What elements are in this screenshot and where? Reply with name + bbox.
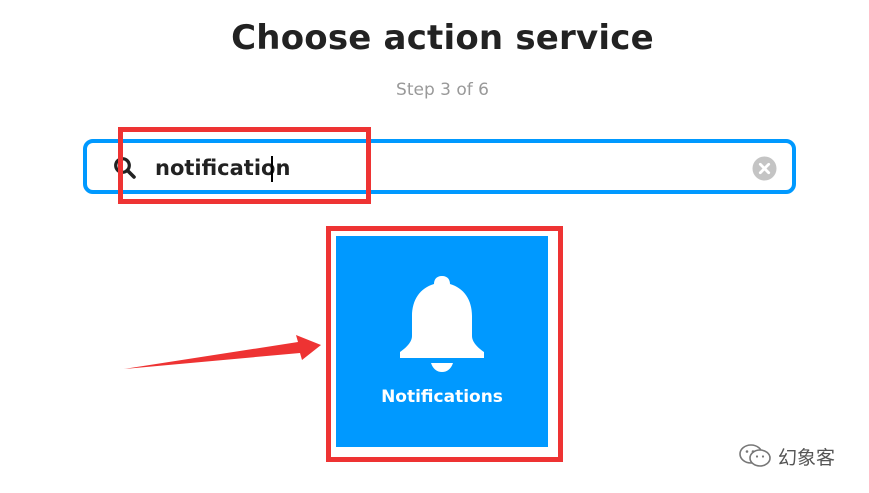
page-title: Choose action service bbox=[231, 18, 654, 58]
search-box[interactable] bbox=[83, 139, 796, 194]
watermark: 幻象客 bbox=[738, 441, 835, 471]
service-tile-notifications[interactable]: Notifications bbox=[336, 236, 548, 447]
watermark-text: 幻象客 bbox=[778, 446, 836, 469]
text-caret bbox=[271, 156, 273, 182]
annotation-box-tile bbox=[326, 226, 563, 462]
annotation-box-search bbox=[118, 127, 371, 204]
bell-icon bbox=[396, 272, 488, 372]
clear-icon[interactable] bbox=[752, 156, 777, 181]
service-tile-label: Notifications bbox=[381, 387, 503, 407]
step-indicator: Step 3 of 6 bbox=[396, 80, 489, 100]
search-input[interactable] bbox=[155, 151, 735, 185]
wechat-logo-icon bbox=[738, 443, 772, 469]
